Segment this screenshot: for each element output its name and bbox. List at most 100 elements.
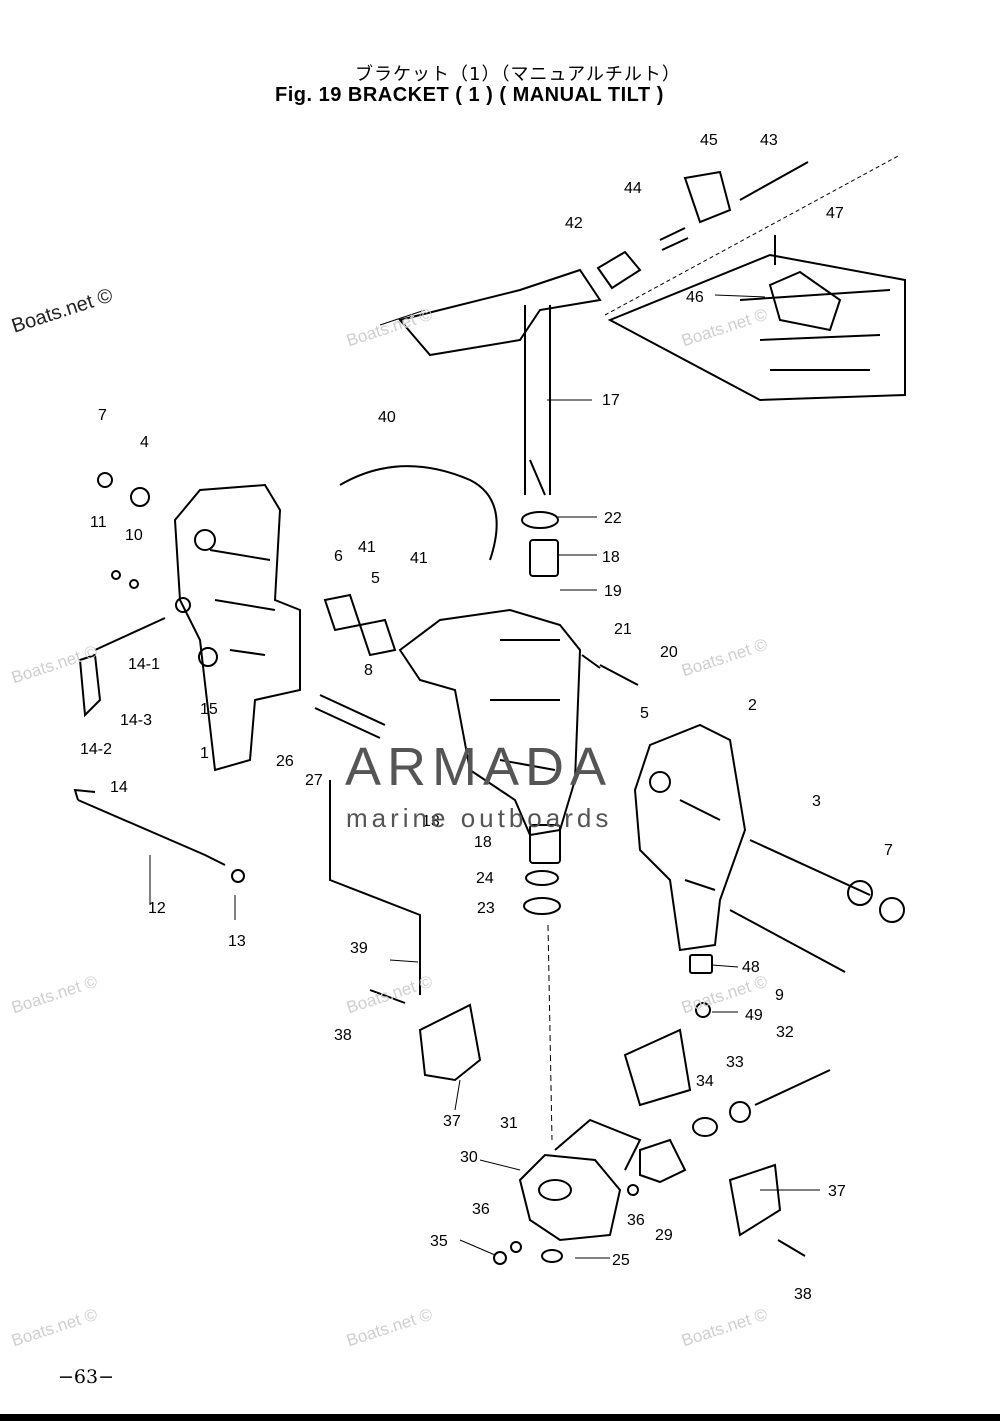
part-label-30: 30 (460, 1149, 478, 1166)
part-label-22: 22 (604, 510, 622, 527)
part-label-2: 2 (748, 697, 757, 714)
cable-40 (339, 465, 498, 561)
swivel-bracket (398, 608, 582, 837)
part-label-37: 37 (828, 1183, 846, 1200)
part-label-32: 32 (776, 1024, 794, 1041)
part-label-35: 35 (430, 1233, 448, 1250)
bolt-43 (739, 161, 809, 201)
holder-37-right (623, 1028, 692, 1107)
part-label-41: 41 (410, 550, 428, 567)
bushing-6 (323, 593, 362, 632)
holder-37-left (418, 1003, 482, 1082)
part-label-48: 48 (742, 959, 760, 976)
block-48 (689, 954, 713, 974)
lever-14-2 (78, 653, 102, 718)
spring-21 (581, 654, 601, 669)
figure-title-japanese: ブラケット（1）（マニュアルチルト） (355, 64, 681, 85)
part-label-31: 31 (500, 1115, 518, 1132)
part-label-7: 7 (98, 407, 107, 424)
part-label-36: 36 (627, 1212, 645, 1229)
bolt-38-left (369, 989, 406, 1004)
part-label-23: 23 (477, 900, 495, 917)
bracket-46 (768, 270, 842, 332)
part-label-49: 49 (745, 1007, 763, 1024)
part-label-19: 19 (604, 583, 622, 600)
part-label-1: 1 (200, 745, 209, 762)
part-label-44: 44 (624, 180, 642, 197)
part-label-36: 36 (472, 1201, 490, 1218)
bushing-42 (596, 250, 642, 290)
rod-12 (77, 799, 226, 866)
part-label-13: 13 (422, 813, 440, 830)
clamp-block-30 (518, 1153, 622, 1242)
part-label-14-2: 14-2 (80, 741, 112, 758)
part-label-43: 43 (760, 132, 778, 149)
washer-23 (523, 897, 561, 915)
part-label-34: 34 (696, 1073, 714, 1090)
part-label-24: 24 (476, 870, 494, 887)
bolt-3 (749, 839, 871, 896)
part-label-29: 29 (655, 1227, 673, 1244)
part-label-47: 47 (826, 205, 844, 222)
part-label-15: 15 (200, 701, 218, 718)
bushing-18-top (529, 539, 559, 577)
plate-45 (683, 170, 732, 224)
bolt-20 (599, 664, 639, 686)
part-label-40: 40 (378, 409, 396, 426)
part-label-42: 42 (565, 215, 583, 232)
steering-arm (398, 268, 602, 357)
part-label-6: 6 (334, 548, 343, 565)
part-label-46: 46 (686, 289, 704, 306)
washer-22 (521, 511, 559, 529)
bolt-9 (729, 909, 846, 973)
part-label-11: 11 (90, 514, 107, 531)
part-label-27: 27 (305, 772, 323, 789)
tube-8 (314, 694, 386, 739)
bolt-32 (754, 1069, 831, 1106)
part-label-38: 38 (334, 1027, 352, 1044)
steering-shaft (524, 305, 551, 495)
collar-44 (659, 227, 689, 251)
part-label-38: 38 (794, 1286, 812, 1303)
part-label-21: 21 (614, 621, 632, 638)
page-number: −63− (58, 1366, 115, 1388)
bolt-38-right (777, 1239, 806, 1257)
part-label-9: 9 (775, 987, 784, 1004)
part-label-13: 13 (228, 933, 246, 950)
o-ring-24 (525, 870, 559, 886)
bottom-border (0, 1414, 1000, 1421)
clamp-bracket-left (173, 483, 301, 772)
part-label-39: 39 (350, 940, 368, 957)
part-label-5: 5 (371, 570, 380, 587)
part-label-33: 33 (726, 1054, 744, 1071)
screw-14-1 (94, 617, 166, 651)
part-label-5: 5 (640, 705, 649, 722)
part-label-26: 26 (276, 753, 294, 770)
part-label-14-3: 14-3 (120, 712, 152, 729)
cable-39 (329, 780, 421, 995)
part-label-4: 4 (140, 434, 149, 451)
part-label-10: 10 (125, 527, 143, 544)
clamp-bracket-right (633, 723, 747, 952)
figure-title-english: Fig. 19 BRACKET ( 1 ) ( MANUAL TILT ) (275, 84, 664, 106)
bushing-29 (639, 1138, 687, 1184)
part-label-25: 25 (612, 1252, 630, 1269)
part-label-14: 14 (110, 779, 128, 796)
part-label-37: 37 (443, 1113, 461, 1130)
part-label-7: 7 (884, 842, 893, 859)
part-label-12: 12 (148, 900, 166, 917)
bushing-18-bottom (529, 824, 561, 864)
plate-37-bottom (728, 1163, 782, 1237)
brand-watermark-tagline: marine outboards (346, 803, 613, 833)
brand-watermark-name: ARMADA (345, 737, 613, 797)
part-label-45: 45 (700, 132, 718, 149)
part-label-18: 18 (602, 549, 620, 566)
engine-mount-plate (607, 253, 906, 402)
plate-31 (554, 1118, 642, 1171)
part-label-41: 41 (358, 539, 376, 556)
part-label-18: 18 (474, 834, 492, 851)
part-label-14-1: 14-1 (128, 656, 160, 673)
part-label-20: 20 (660, 644, 678, 661)
